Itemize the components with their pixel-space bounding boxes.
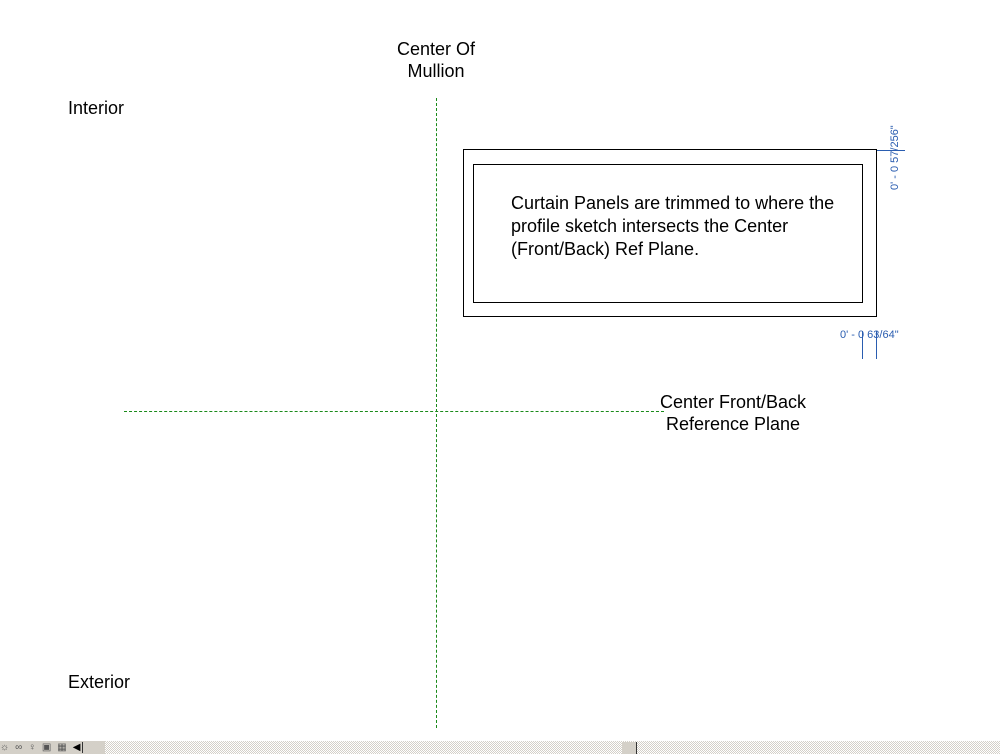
center-ref-plane-label: Center Front/Back Reference Plane: [659, 392, 807, 434]
dimension-witness-line: [862, 331, 863, 359]
profile-outer-rectangle[interactable]: [463, 149, 877, 317]
sun-icon[interactable]: ☼: [0, 742, 10, 753]
scroll-left-button[interactable]: ◀: [73, 742, 84, 753]
exterior-label: Exterior: [68, 672, 131, 692]
interior-label: Interior: [68, 98, 125, 118]
grid-icon[interactable]: ▦: [57, 742, 67, 753]
center-front-back-reference-line[interactable]: [124, 411, 664, 412]
center-of-mullion-label: Center Of Mullion: [396, 39, 476, 81]
center-mullion-reference-line[interactable]: [436, 98, 437, 728]
horizontal-scrollbar[interactable]: [0, 741, 1000, 754]
scrollbar-thumb[interactable]: [622, 742, 637, 754]
dimension-witness-line: [876, 331, 877, 359]
link-icon[interactable]: ∞: [15, 742, 23, 753]
view-control-bar: ☼ ∞ ♀ ▣ ▦ ◀: [0, 741, 105, 754]
dimension-witness-line: [877, 150, 905, 151]
dimension-horizontal[interactable]: 0' - 0 63/64": [840, 329, 899, 341]
light-icon[interactable]: ♀: [28, 742, 36, 753]
dimension-vertical[interactable]: 0' - 0 57/256": [889, 125, 901, 190]
note-text[interactable]: Curtain Panels are trimmed to where the …: [511, 193, 835, 259]
crop-icon[interactable]: ▣: [41, 742, 52, 753]
note-textbox-border[interactable]: [473, 164, 863, 303]
